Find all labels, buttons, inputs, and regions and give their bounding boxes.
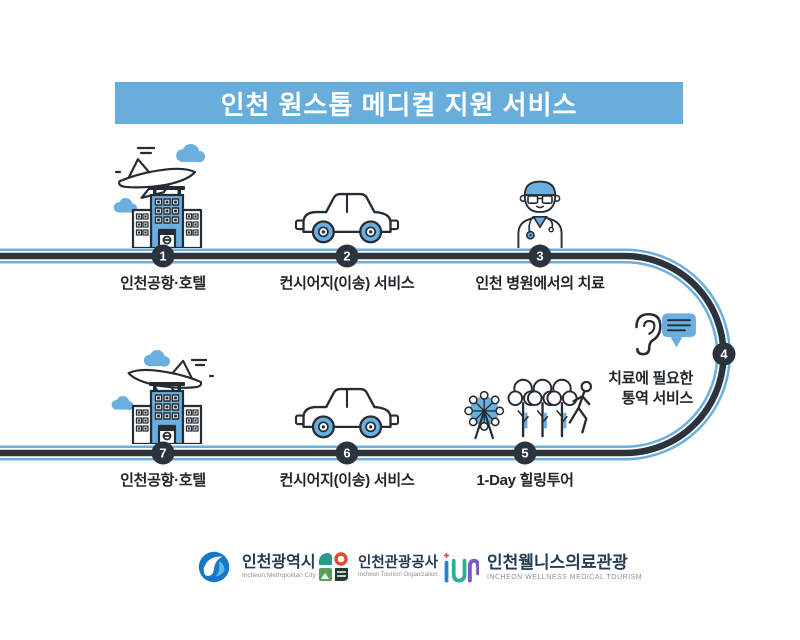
logo-korean-name: 인천관광공사 [358,555,439,572]
step-2-number: 2 [343,248,351,264]
step-7-number: 7 [159,445,167,461]
car-icon [295,387,399,439]
logo-korean-name: 인천광역시 [242,553,316,571]
logo-english-name: Incheon Metropolitan City [242,571,316,579]
step-6-number: 6 [343,445,351,461]
step-4-badge: 4 [712,342,736,366]
step-6-badge: 6 [335,441,359,465]
step-6-label: 컨시어지(이송) 서비스 [279,472,415,489]
incheon-tourism-mark-icon [318,552,348,581]
logo-english-name: Incheon Tourism Organization [358,572,438,579]
step-1-badge: 1 [151,244,175,268]
healing-tour-icon [464,378,593,440]
step-4-label: 치료에 필요한 통역 서비스 [608,370,693,407]
step-5-number: 5 [521,445,529,461]
step-3-label: 인천 병원에서의 치료 [475,275,605,292]
step-7-label: 인천공항·호텔 [120,472,206,489]
step-5-label: 1-Day 힐링투어 [476,472,574,489]
step-2-badge: 2 [335,244,359,268]
step-3-badge: 3 [528,244,552,268]
step-3-number: 3 [536,248,544,264]
step-4-number: 4 [720,346,728,362]
car-icon [295,192,399,244]
doctor-icon [517,180,563,248]
airplane-hotel-icon [113,144,205,248]
step-2-label: 컨시어지(이송) 서비스 [279,275,415,292]
title-banner: 인천 원스톱 메디컬 지원 서비스 [115,82,683,124]
logo-korean-name: 인천웰니스의료관광 [487,553,628,573]
incheon-tourism-organization-logo: 인천관광공사 Incheon Tourism Organization [318,550,438,586]
step-5-badge: 5 [513,441,537,465]
step-7-badge: 7 [151,441,175,465]
step-1-number: 1 [159,248,167,264]
ear-interpretation-icon [635,312,696,356]
walking-person [568,380,593,434]
step-1-label: 인천공항·호텔 [120,275,206,292]
logo-english-name: INCHEON WELLNESS MEDICAL TOURISM [487,573,643,581]
incheon-city-mark-icon [198,551,230,583]
incheon-wellness-medical-tourism-logo: 인천웰니스의료관광 INCHEON WELLNESS MEDICAL TOURI… [441,549,642,587]
page-title: 인천 원스톱 메디컬 지원 서비스 [220,89,578,120]
incheon-metropolitan-city-logo: 인천광역시 Incheon Metropolitan City [196,548,316,586]
incheon-wellness-mark-icon [443,552,479,583]
airplane-hotel-icon [111,350,215,444]
